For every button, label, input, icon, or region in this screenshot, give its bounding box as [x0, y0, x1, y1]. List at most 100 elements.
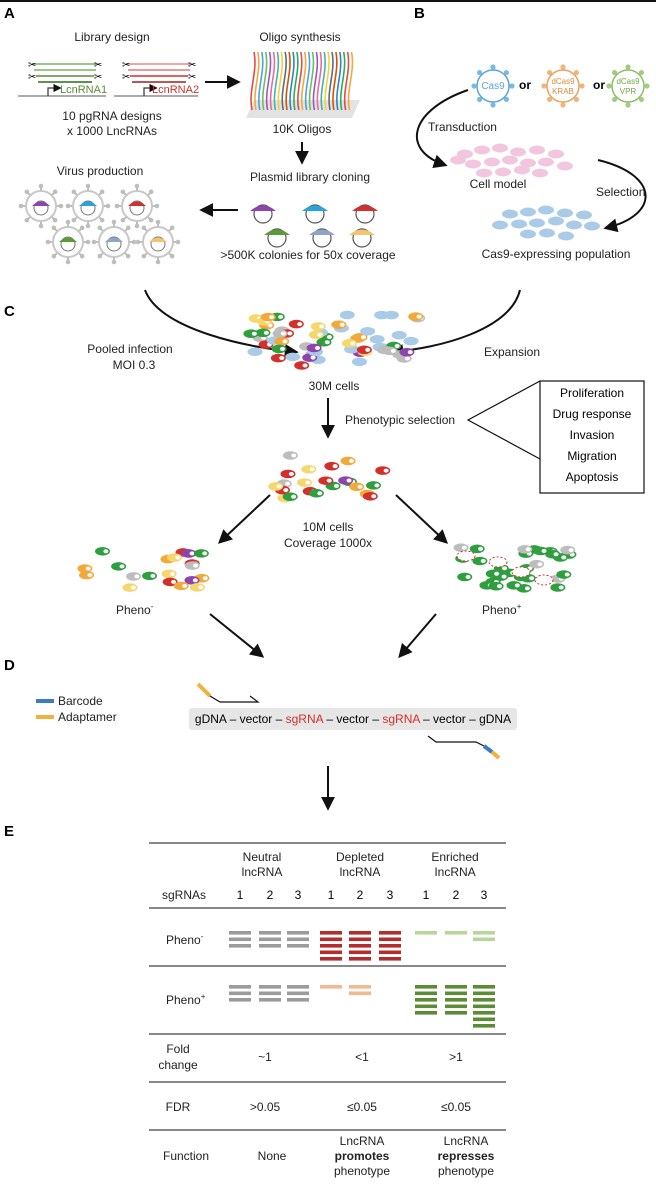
dcas9-krab-label-2: KRAB [552, 87, 574, 96]
lncrna1-design-graphic: ✂✂ ✂✂ [18, 60, 106, 97]
read-bar [349, 985, 371, 989]
sgrna-number: 1 [328, 888, 335, 902]
table-pheno-plus-label: Pheno+ [166, 992, 206, 1007]
phenotype-item: Proliferation [560, 386, 624, 400]
sgrna-number: 2 [357, 888, 364, 902]
lncrna1-label: LcnRNA1 [60, 84, 107, 96]
coverage-label: Coverage 1000x [284, 536, 372, 550]
arrow-minus-to-seq [209, 613, 265, 658]
read-bar [445, 1004, 467, 1009]
col-enriched-line2: IncRNA [434, 865, 475, 879]
read-bar [259, 998, 281, 1002]
read-bar [473, 1024, 495, 1028]
phenotypic-selection-label: Phenotypic selection [345, 413, 455, 427]
svg-text:✂: ✂ [28, 60, 36, 71]
function-neutral: None [258, 1149, 287, 1163]
fdr-enriched: ≤0.05 [441, 1100, 471, 1114]
expansion-label: Expansion [484, 345, 540, 359]
virus-production-label: Virus production [57, 164, 144, 178]
read-bar [445, 931, 467, 935]
phenotype-item: Invasion [570, 428, 615, 442]
sgrnas-row-label: sgRNAs [162, 888, 206, 902]
function-enriched-line2: represses [438, 1149, 495, 1163]
read-bar [259, 931, 281, 935]
pheno-minus-label: Pheno- [116, 602, 154, 617]
read-bar [445, 998, 467, 1002]
barcode-legend-label: Barcode [58, 694, 103, 708]
sgrna-number: 1 [423, 888, 430, 902]
read-bar [287, 931, 309, 935]
transduction-arrow [416, 89, 469, 169]
svg-text:✂: ✂ [94, 72, 102, 83]
read-bar [349, 991, 371, 996]
read-bar [415, 991, 437, 996]
svg-text:✂: ✂ [94, 60, 102, 71]
cells-10m-label: 10M cells [303, 520, 354, 534]
col-depleted-line1: Depleted [336, 850, 384, 864]
read-bar [445, 991, 467, 996]
read-count-bars [229, 931, 495, 1028]
pooled-infection-label-1: Pooled infection [87, 342, 172, 356]
function-enriched-line3: phenotype [438, 1164, 494, 1178]
col-enriched-line1: Enriched [431, 850, 478, 864]
arrow-plus-to-seq [398, 613, 437, 659]
construct-segment: gDNA – vector – [195, 712, 286, 726]
read-bar [259, 937, 281, 942]
pheno-minus-cells-graphic [77, 546, 210, 592]
sgrna-number: 3 [295, 888, 302, 902]
read-bar [287, 944, 309, 948]
read-bar [229, 991, 251, 996]
read-bar [379, 950, 401, 955]
results-table [149, 842, 506, 1131]
plasmid-library-graphic [250, 204, 378, 248]
svg-text:✂: ✂ [122, 60, 130, 71]
read-bar [473, 1004, 495, 1009]
pheno-plus-cells-graphic [453, 543, 577, 593]
cells-30m-label: 30M cells [309, 379, 360, 393]
construct-segment: – vector – [323, 712, 382, 726]
dcas9-vpr-label-2: VPR [620, 87, 637, 96]
reverse-primer-graphic [427, 735, 501, 760]
cell-model-label: Cell model [470, 177, 527, 191]
read-bar [320, 985, 342, 989]
svg-text:✂: ✂ [188, 72, 196, 83]
phenotype-item: Drug response [553, 407, 632, 421]
read-bar [287, 985, 309, 989]
read-bar [259, 991, 281, 996]
pooled-infection-label-2: MOI 0.3 [113, 358, 156, 372]
function-depleted-line2: promotes [335, 1149, 390, 1163]
panel-letter-e: E [4, 823, 14, 840]
table-pheno-minus-label: Pheno- [166, 932, 204, 947]
fdr-neutral: >0.05 [250, 1100, 281, 1114]
phenotype-box [539, 380, 645, 494]
function-depleted-line3: phenotype [334, 1164, 390, 1178]
panel-letter-a: A [4, 5, 15, 22]
read-bar [287, 937, 309, 942]
cas9-population-graphic [492, 205, 600, 241]
sgrna-number: 1 [237, 888, 244, 902]
read-bar [349, 937, 371, 942]
plasmid-cloning-label: Plasmid library cloning [250, 170, 370, 184]
fold-change-label-2: change [158, 1058, 198, 1072]
oligo-graphic [246, 51, 360, 118]
cell-pool-30m-graphic [243, 310, 426, 370]
read-bar [379, 937, 401, 942]
arrow-to-pheno-plus [395, 494, 449, 544]
designs-line2: x 1000 LncRNAs [67, 124, 157, 138]
transduction-label: Transduction [428, 120, 497, 134]
read-bar [415, 1011, 437, 1015]
read-bar [320, 957, 342, 961]
selection-label: Selection [596, 185, 645, 199]
read-bar [320, 931, 342, 935]
read-bar [415, 985, 437, 989]
read-bar [379, 944, 401, 948]
svg-text:✂: ✂ [188, 60, 196, 71]
virus-particles-graphic [18, 183, 181, 265]
construct-sequence: gDNA – vector – sgRNA – vector – sgRNA –… [195, 712, 511, 726]
construct-bar [189, 708, 517, 730]
read-bar [229, 944, 251, 948]
read-bar [379, 931, 401, 935]
svg-text:✂: ✂ [122, 72, 130, 83]
read-bar [320, 944, 342, 948]
dcas9-krab-label-1: dCas9 [551, 77, 575, 86]
